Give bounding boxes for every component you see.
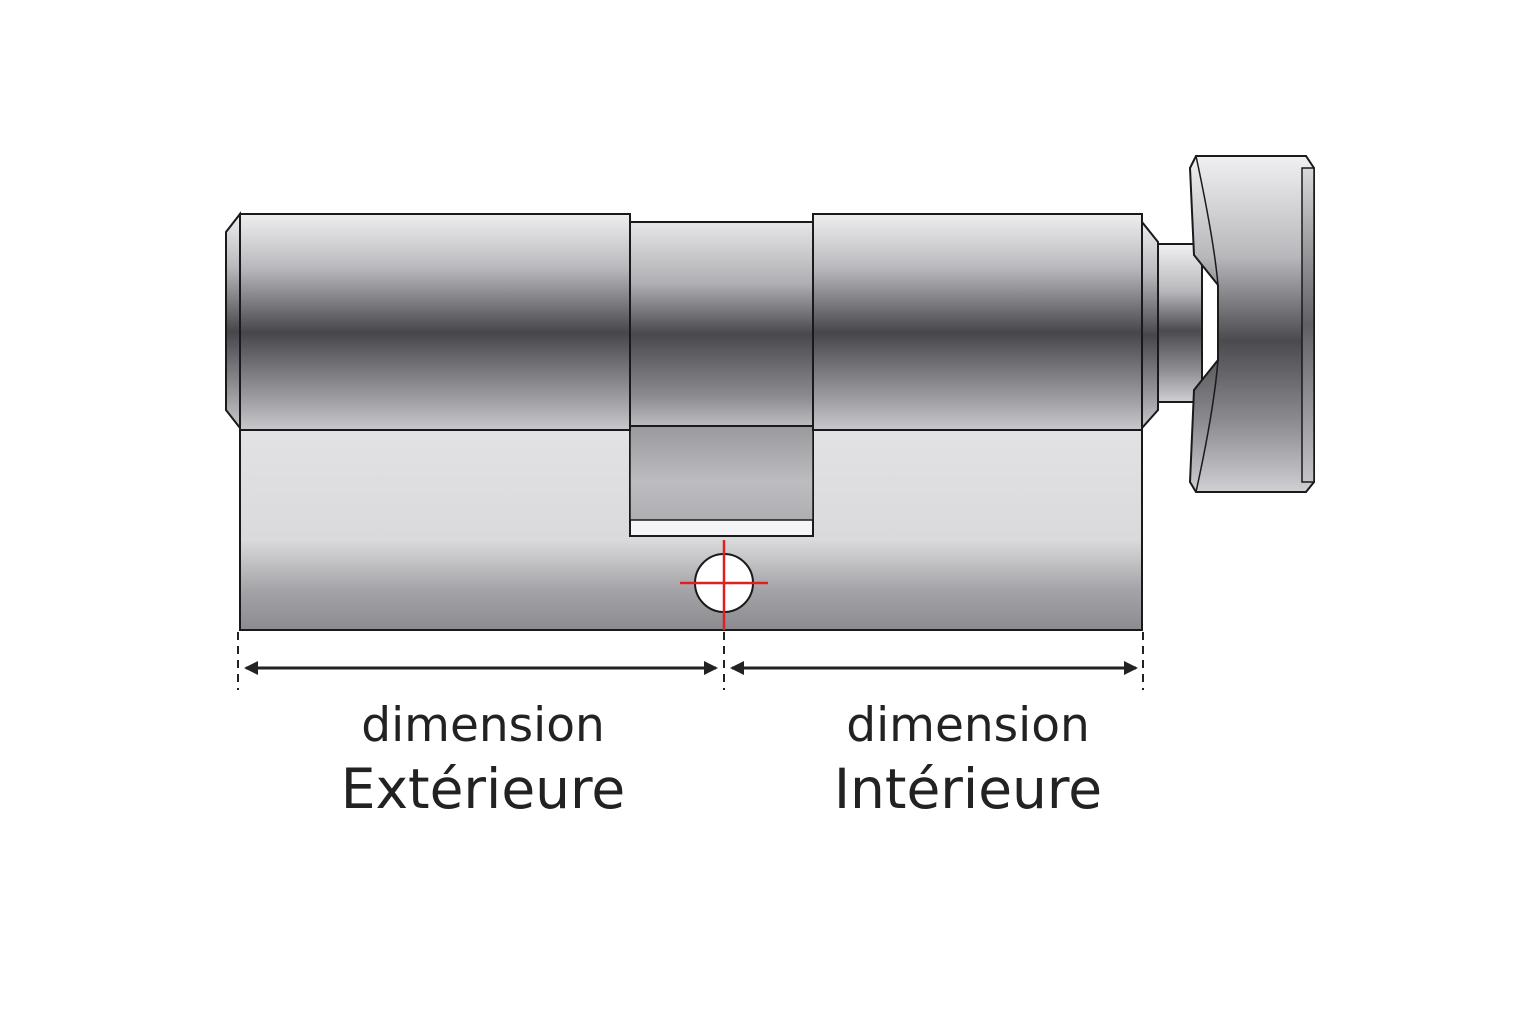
left-barrel-end xyxy=(225,211,241,431)
middle-section xyxy=(629,221,814,427)
left-dimension-title: Extérieure xyxy=(340,757,626,821)
right-barrel-end xyxy=(1141,219,1159,431)
reference-lines xyxy=(237,632,1144,690)
thumb-turn-knob xyxy=(1188,155,1315,493)
knob-shaft xyxy=(1157,243,1203,403)
left-barrel xyxy=(239,213,631,431)
knob-face xyxy=(1301,167,1315,483)
cam xyxy=(629,425,814,521)
right-dimension-label: dimension xyxy=(846,698,1090,753)
crosshair-icon xyxy=(680,540,768,630)
left-dimension-label: dimension xyxy=(361,698,605,753)
right-barrel xyxy=(812,213,1143,431)
right-dimension-title: Intérieure xyxy=(833,757,1103,821)
